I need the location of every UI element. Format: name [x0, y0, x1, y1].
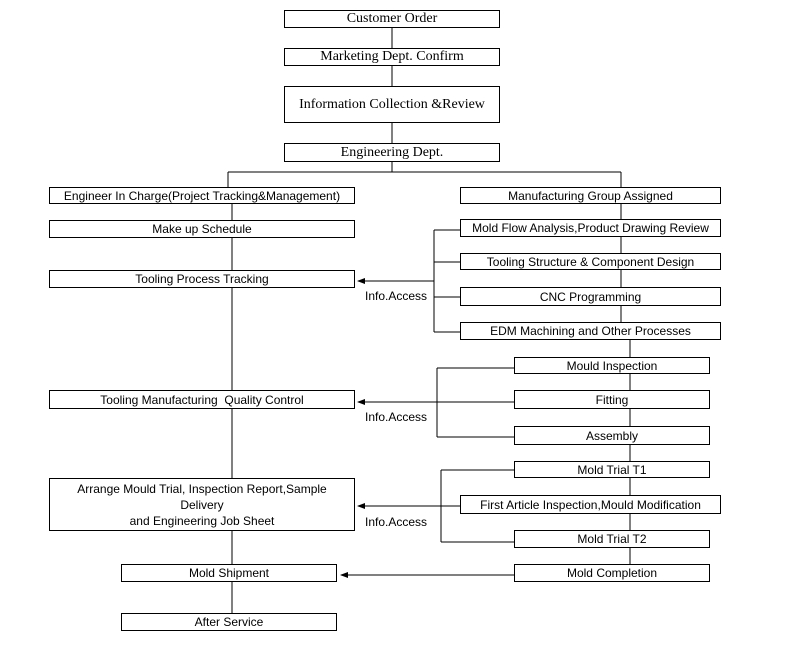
info-access-label-3: Info.Access — [365, 515, 428, 529]
mold-flow-analysis-box: Mold Flow Analysis,Product Drawing Revie… — [460, 219, 721, 237]
arrange-line-2: Delivery — [180, 497, 224, 512]
make-up-schedule-box: Make up Schedule — [49, 220, 355, 238]
info-access-label-1: Info.Access — [365, 289, 428, 303]
engineering-dept-box: Engineering Dept. — [284, 143, 500, 162]
customer-order-box: Customer Order — [284, 10, 500, 28]
tooling-process-tracking-box: Tooling Process Tracking — [49, 270, 355, 288]
arrange-line-1: Arrange Mould Trial, Inspection Report,S… — [77, 481, 327, 496]
manufacturing-group-box: Manufacturing Group Assigned — [460, 187, 721, 204]
arrange-line-3: and Engineering Job Sheet — [129, 513, 275, 528]
mould-inspection-box: Mould Inspection — [514, 357, 710, 374]
mold-shipment-box: Mold Shipment — [121, 564, 337, 582]
mold-trial-t2-box: Mold Trial T2 — [514, 530, 710, 548]
marketing-confirm-box: Marketing Dept. Confirm — [284, 48, 500, 66]
mold-trial-t1-box: Mold Trial T1 — [514, 461, 710, 478]
arrange-mould-trial-box: Arrange Mould Trial, Inspection Report,S… — [49, 478, 355, 531]
mold-completion-box: Mold Completion — [514, 564, 710, 582]
fitting-box: Fitting — [514, 390, 710, 409]
after-service-box: After Service — [121, 613, 337, 631]
cnc-programming-box: CNC Programming — [460, 287, 721, 306]
info-access-label-2: Info.Access — [365, 410, 428, 424]
tooling-structure-box: Tooling Structure & Component Design — [460, 253, 721, 270]
tooling-quality-control-box: Tooling Manufacturing Quality Control — [49, 390, 355, 409]
engineer-in-charge-box: Engineer In Charge(Project Tracking&Mana… — [49, 187, 355, 204]
first-article-inspection-box: First Article Inspection,Mould Modificat… — [460, 495, 721, 514]
information-collection-box: Information Collection &Review — [284, 86, 500, 123]
assembly-box: Assembly — [514, 426, 710, 445]
edm-machining-box: EDM Machining and Other Processes — [460, 322, 721, 340]
